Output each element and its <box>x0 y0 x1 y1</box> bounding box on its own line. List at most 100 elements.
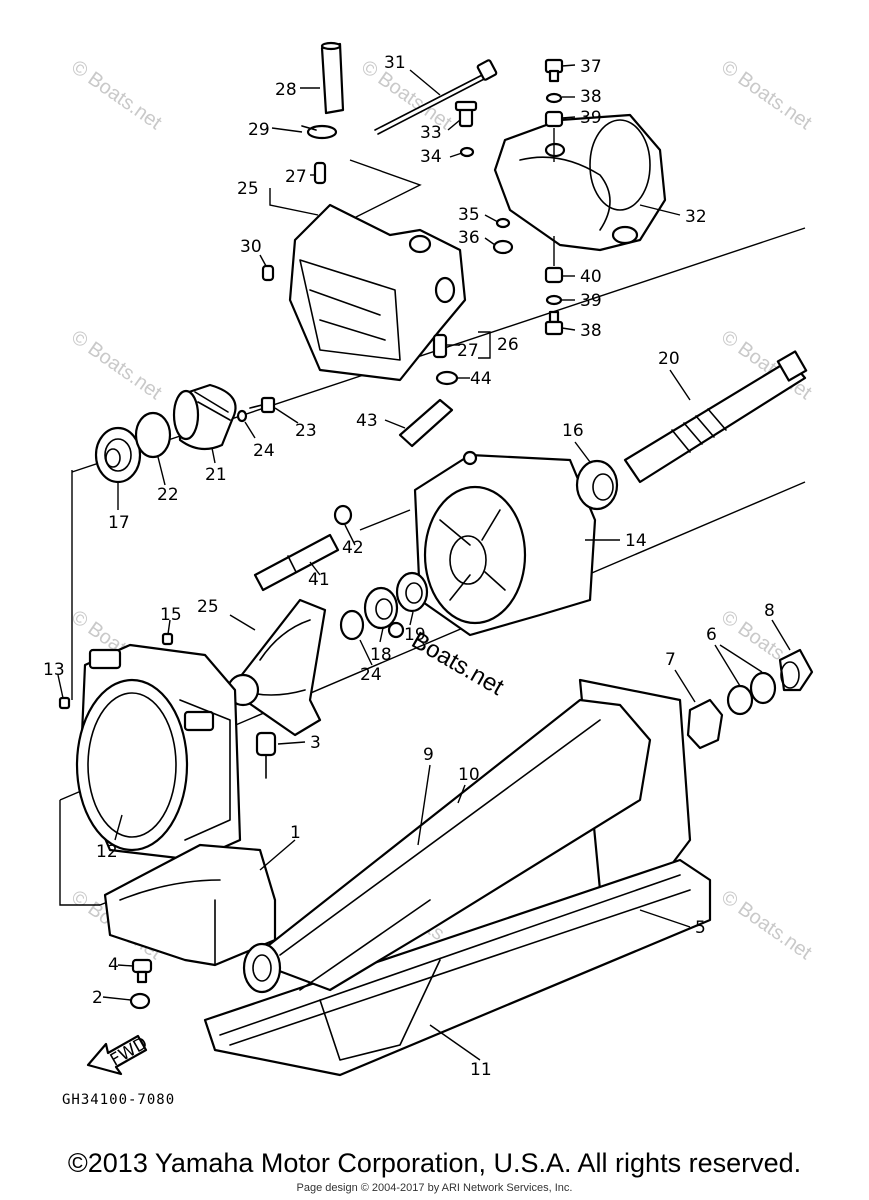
collar-6b <box>749 671 777 705</box>
callout-38: 37 <box>580 57 602 77</box>
copyright-notice: ©2013 Yamaha Motor Corporation, U.S.A. A… <box>67 1148 802 1178</box>
callout-35: 33 <box>420 123 442 143</box>
impeller-housing-14 <box>413 450 597 637</box>
collar-6a <box>726 684 754 716</box>
callout-17: 17 <box>108 513 130 533</box>
washer-36 <box>459 146 475 158</box>
callout-40b: 40 <box>580 267 602 287</box>
collar-40-bottom <box>544 266 564 284</box>
callout-1: 1 <box>290 823 301 843</box>
callout-25: 25 <box>197 597 219 617</box>
impeller-25 <box>226 598 327 737</box>
washer-36b <box>495 217 511 229</box>
callout-12: 12 <box>96 842 118 862</box>
ride-plate-11 <box>242 698 652 1061</box>
watermark: © Boats.net <box>67 326 166 404</box>
leader-lines <box>57 64 791 1061</box>
watermark: © Boats.net <box>67 56 166 134</box>
o-ring <box>387 621 405 639</box>
callout-39: 38 <box>580 87 602 107</box>
pipe-30 <box>320 41 345 115</box>
callout-32: 30 <box>240 237 262 257</box>
callout-15: 15 <box>160 605 182 625</box>
callout-4: 4 <box>108 955 119 975</box>
callout-19: 19 <box>404 625 426 645</box>
callout-23: 23 <box>295 421 317 441</box>
hose-43 <box>398 398 454 448</box>
washer-24 <box>236 409 248 423</box>
washer-26 <box>339 609 365 641</box>
nut-37 <box>492 239 514 255</box>
washer-39-top <box>545 92 563 104</box>
callout-21: 21 <box>205 465 227 485</box>
hose-41 <box>253 533 340 592</box>
callout-20: 20 <box>658 349 680 369</box>
callout-31: 29 <box>248 120 270 140</box>
bolt-38-bottom <box>544 310 564 336</box>
callout-27b: 26 <box>497 335 519 355</box>
intake-duct-12 <box>75 643 242 862</box>
callout-40: 39 <box>580 108 602 128</box>
callout-29: 27 <box>457 341 479 361</box>
spline-7 <box>686 698 724 750</box>
forward-direction-arrow: FWD <box>86 1033 151 1076</box>
cap-21 <box>172 383 237 451</box>
callout-30: 28 <box>275 80 297 100</box>
callout-37: 36 <box>458 228 480 248</box>
clamp-44 <box>435 370 459 386</box>
fitting-28 <box>313 161 327 185</box>
callout-labels: 28 29 27 25 30 31 33 34 37 38 39 32 35 3… <box>43 53 775 1080</box>
page-credit: Page design © 2004-2017 by ARI Network S… <box>296 1182 573 1194</box>
callout-7: 7 <box>665 650 676 670</box>
seal-18 <box>363 586 399 630</box>
bearing-17 <box>94 426 142 484</box>
callout-28: 27 <box>285 167 307 187</box>
callout-42: 42 <box>342 538 364 558</box>
watermark: © Boats.net <box>717 886 816 964</box>
bolt-35 <box>454 100 478 128</box>
callout-22: 22 <box>157 485 179 505</box>
collar-40-top <box>544 110 564 128</box>
callout-5: 5 <box>695 918 706 938</box>
callout-8: 8 <box>764 601 775 621</box>
callout-34: 32 <box>685 207 707 227</box>
fitting-29 <box>432 333 448 359</box>
callout-16: 16 <box>562 421 584 441</box>
callout-14: 14 <box>625 531 647 551</box>
nozzle-housing-27 <box>288 203 467 382</box>
callout-11: 11 <box>470 1060 492 1080</box>
callout-27: 25 <box>237 179 259 199</box>
callout-39b: 39 <box>580 291 602 311</box>
clamp-42 <box>333 504 353 526</box>
cable-joint-3 <box>255 731 277 779</box>
callout-33: 31 <box>384 53 406 73</box>
washer-39-bottom <box>545 294 563 306</box>
callout-43: 43 <box>356 411 378 431</box>
callout-26: 24 <box>360 665 382 685</box>
callout-36b: 35 <box>458 205 480 225</box>
callout-6: 6 <box>706 625 717 645</box>
callout-3: 3 <box>310 733 321 753</box>
bolt-38-top <box>544 58 564 83</box>
forward-label: FWD <box>107 1033 151 1070</box>
cap-8 <box>778 648 814 692</box>
pin-15 <box>161 632 174 646</box>
callout-36: 34 <box>420 147 442 167</box>
callout-24: 24 <box>253 441 275 461</box>
bearing-19 <box>395 571 429 613</box>
clamp-31 <box>301 124 338 140</box>
drive-shaft-20 <box>623 350 808 484</box>
pin-32 <box>261 264 275 282</box>
collar-2 <box>129 992 151 1010</box>
callout-44: 44 <box>470 369 492 389</box>
callout-13: 13 <box>43 660 65 680</box>
callout-9: 9 <box>423 745 434 765</box>
cap-plate-22 <box>134 411 172 459</box>
callout-41: 41 <box>308 570 330 590</box>
watermark: © Boats.net <box>717 56 816 134</box>
bolt-4 <box>131 958 153 984</box>
bolt-23 <box>249 396 276 414</box>
bearing-16 <box>575 459 619 511</box>
callout-38b: 38 <box>580 321 602 341</box>
